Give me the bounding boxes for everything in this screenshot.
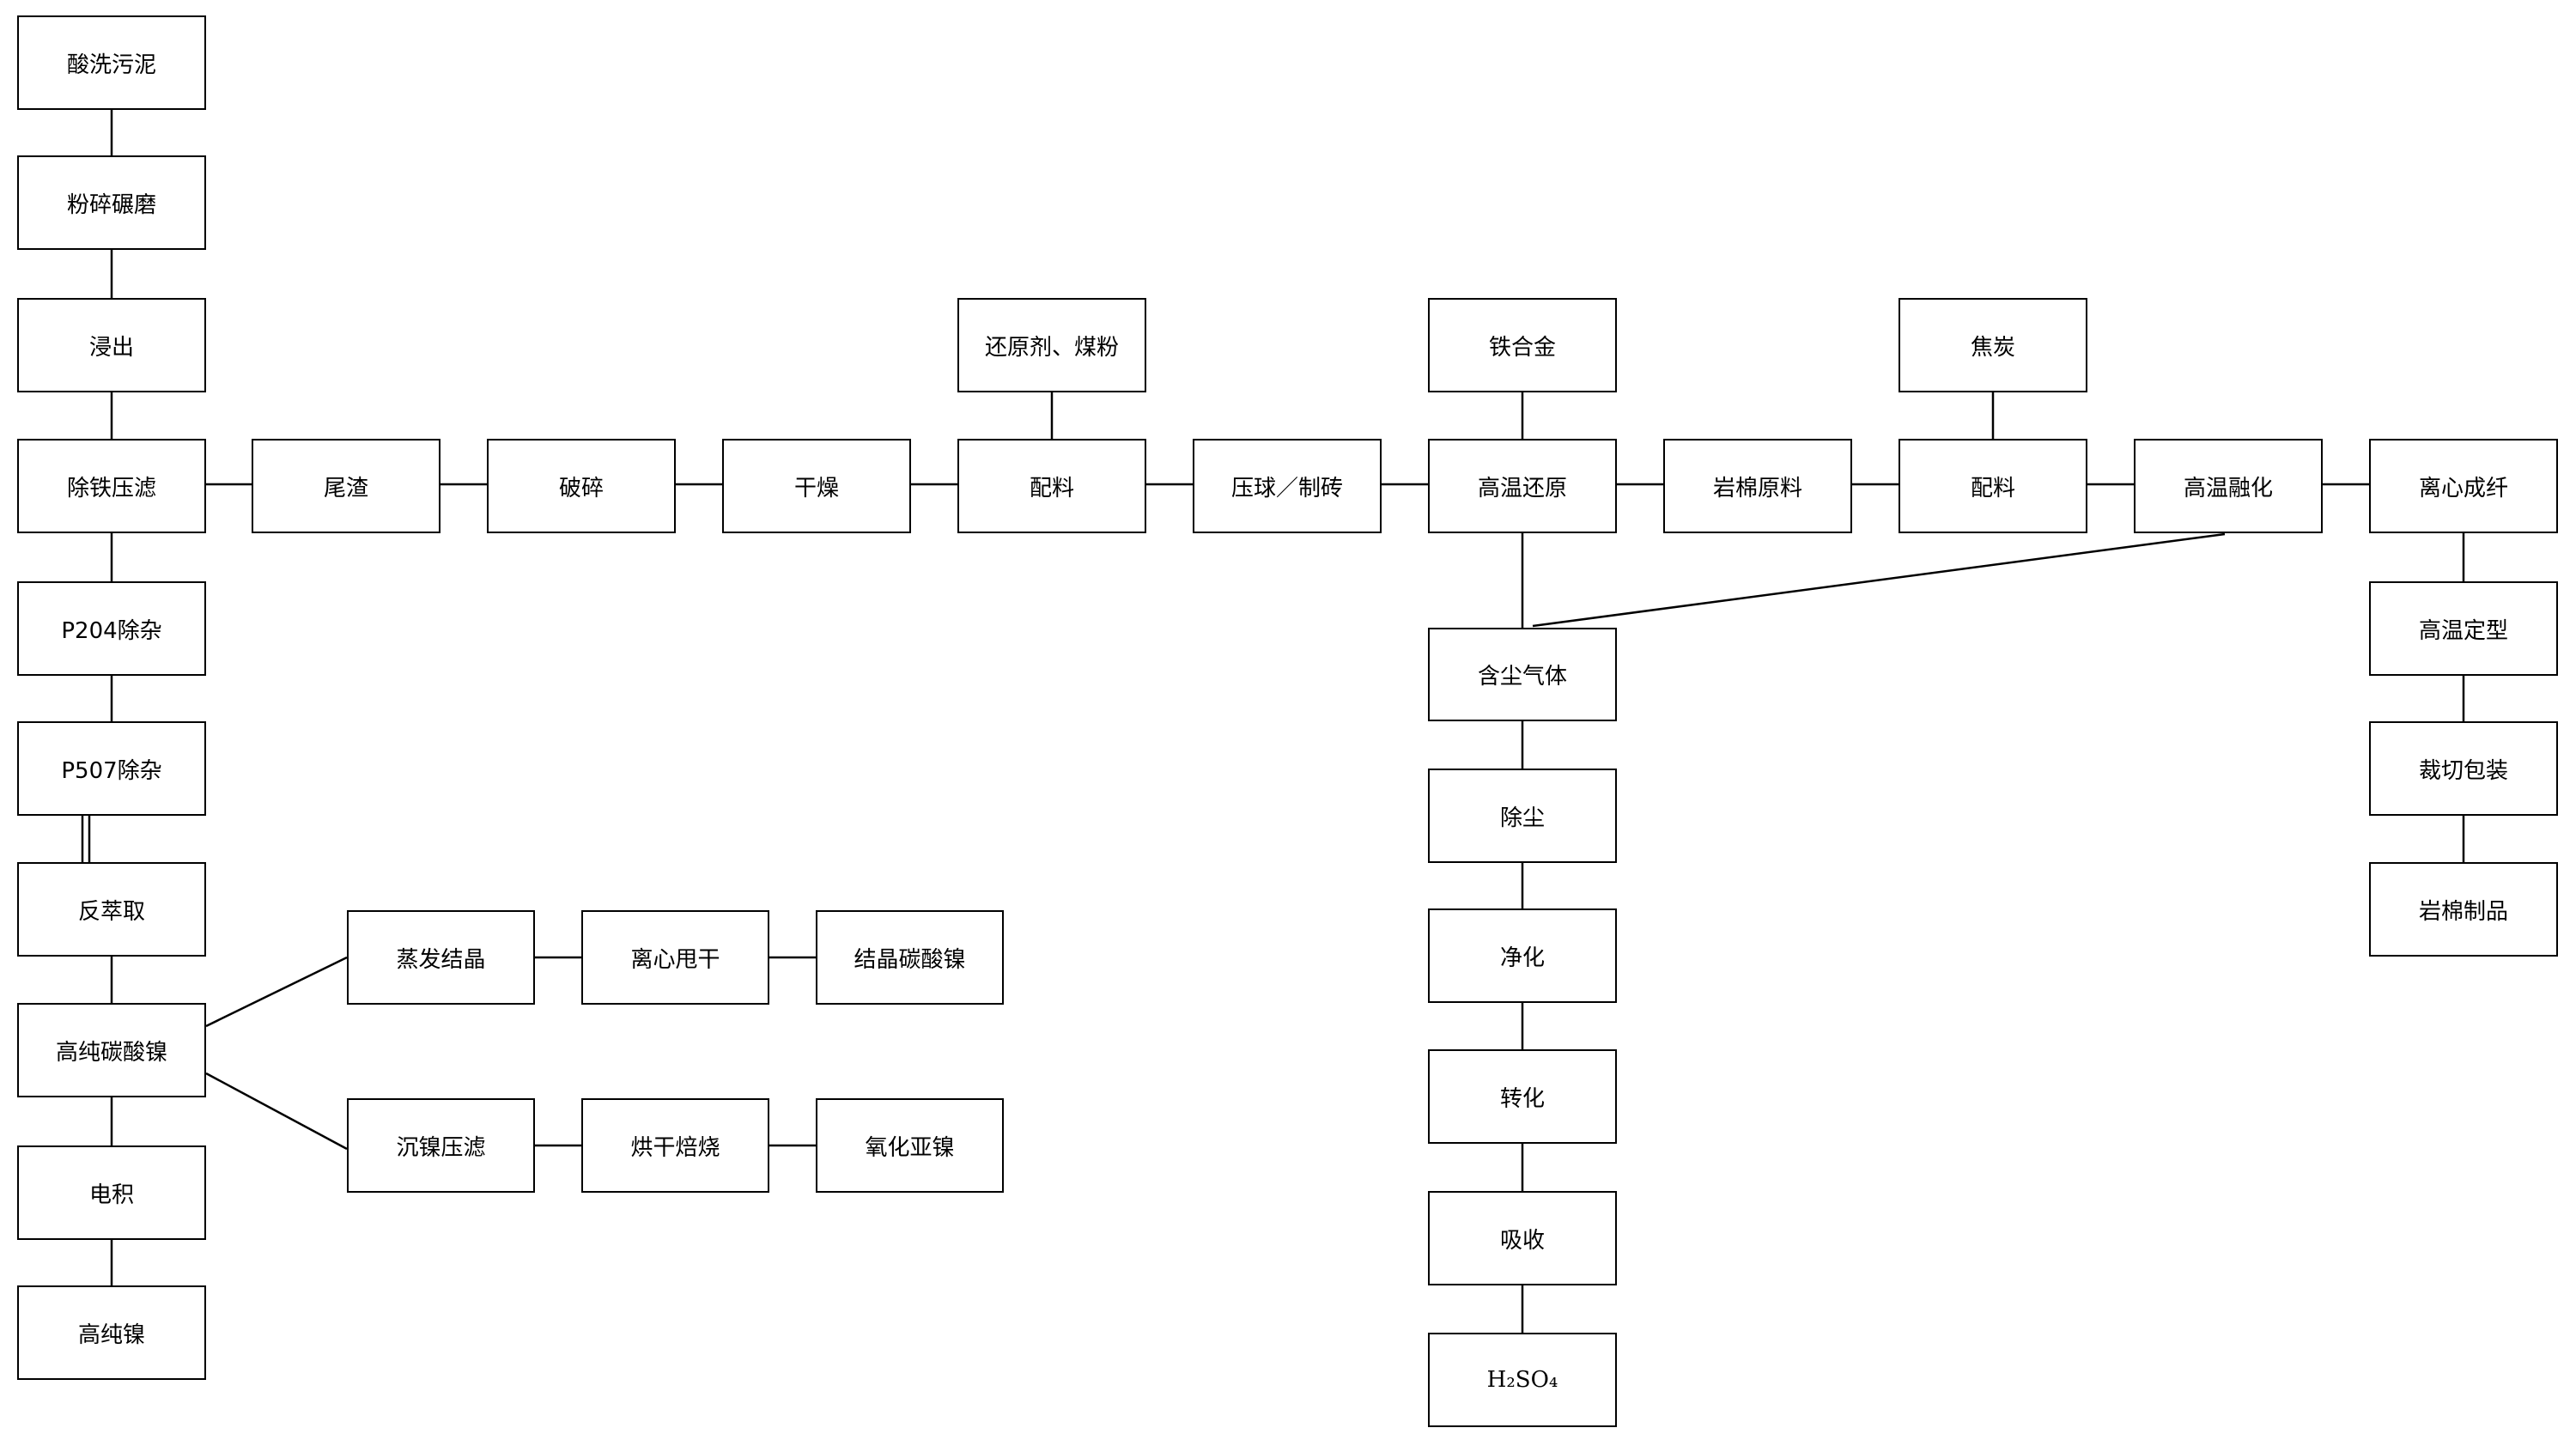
box-label: 氧化亚镍 bbox=[865, 1134, 955, 1161]
box-label: 沉镍压滤 bbox=[396, 1134, 486, 1161]
box-label: 破碎 bbox=[558, 475, 604, 501]
box-p204-impurity-removal: P204除杂 bbox=[17, 581, 206, 676]
box-rock-wool-products: 岩棉制品 bbox=[2369, 862, 2558, 957]
box-leaching: 浸出 bbox=[17, 298, 206, 392]
box-label: 还原剂、煤粉 bbox=[984, 334, 1119, 361]
box-dusty-gas: 含尘气体 bbox=[1428, 628, 1617, 721]
box-label: 高纯碳酸镍 bbox=[55, 1039, 167, 1066]
box-tailings: 尾渣 bbox=[252, 439, 440, 533]
box-high-temp-setting: 高温定型 bbox=[2369, 581, 2558, 676]
box-label: 高纯镍 bbox=[77, 1322, 145, 1348]
box-cutting-packaging: 裁切包装 bbox=[2369, 721, 2558, 816]
box-sulfuric-acid: H₂SO₄ bbox=[1428, 1333, 1617, 1427]
box-nickel-precipitation-filter: 沉镍压滤 bbox=[347, 1098, 535, 1193]
box-label: 吸收 bbox=[1499, 1227, 1545, 1254]
connectors bbox=[81, 110, 2465, 1333]
box-label: 尾渣 bbox=[323, 475, 368, 501]
box-crystalline-nickel-carbonate: 结晶碳酸镍 bbox=[816, 910, 1004, 1005]
box-pelletizing-brick-making: 压球／制砖 bbox=[1193, 439, 1382, 533]
box-reductant-coal-powder: 还原剂、煤粉 bbox=[957, 298, 1146, 392]
box-label: 岩棉制品 bbox=[2418, 898, 2508, 925]
box-nickel-oxide: 氧化亚镍 bbox=[816, 1098, 1004, 1193]
box-label: 干燥 bbox=[793, 475, 839, 501]
box-label: 铁合金 bbox=[1488, 334, 1556, 361]
box-label: P507除杂 bbox=[61, 757, 162, 784]
box-evaporation-crystallization: 蒸发结晶 bbox=[347, 910, 535, 1005]
box-high-temp-reduction: 高温还原 bbox=[1428, 439, 1617, 533]
box-label: 配料 bbox=[1029, 475, 1074, 501]
box-crushing: 破碎 bbox=[487, 439, 676, 533]
box-label: 酸洗污泥 bbox=[66, 52, 156, 78]
box-label: 浸出 bbox=[88, 334, 134, 361]
box-label: 焦炭 bbox=[1970, 334, 2015, 361]
box-label: 高温还原 bbox=[1477, 475, 1567, 501]
box-centrifugal-fiberizing: 离心成纤 bbox=[2369, 439, 2558, 533]
box-label: H₂SO₄ bbox=[1486, 1367, 1558, 1393]
box-batching-2: 配料 bbox=[1899, 439, 2087, 533]
connector bbox=[205, 1072, 348, 1151]
box-purification: 净化 bbox=[1428, 908, 1617, 1003]
box-electrowinning: 电积 bbox=[17, 1145, 206, 1240]
box-label: 蒸发结晶 bbox=[396, 946, 486, 973]
box-rock-wool-raw-material: 岩棉原料 bbox=[1663, 439, 1852, 533]
box-high-purity-nickel-carbonate: 高纯碳酸镍 bbox=[17, 1003, 206, 1097]
box-back-extraction: 反萃取 bbox=[17, 862, 206, 957]
box-label: 含尘气体 bbox=[1477, 664, 1567, 690]
box-acid-pickling-sludge: 酸洗污泥 bbox=[17, 15, 206, 110]
box-label: 压球／制砖 bbox=[1230, 475, 1343, 501]
box-iron-alloy: 铁合金 bbox=[1428, 298, 1617, 392]
box-batching-1: 配料 bbox=[957, 439, 1146, 533]
box-label: 粉碎碾磨 bbox=[66, 191, 156, 218]
connector bbox=[205, 956, 348, 1028]
box-label: 反萃取 bbox=[77, 898, 145, 925]
box-label: 转化 bbox=[1499, 1085, 1545, 1112]
box-high-purity-nickel: 高纯镍 bbox=[17, 1285, 206, 1380]
box-high-temp-melting: 高温融化 bbox=[2134, 439, 2323, 533]
box-p507-impurity-removal: P507除杂 bbox=[17, 721, 206, 816]
box-label: 净化 bbox=[1499, 945, 1545, 971]
box-label: 岩棉原料 bbox=[1712, 475, 1802, 501]
box-crushing-grinding: 粉碎碾磨 bbox=[17, 155, 206, 250]
box-label: 离心甩干 bbox=[630, 946, 720, 973]
box-drying: 干燥 bbox=[722, 439, 911, 533]
box-label: 配料 bbox=[1970, 475, 2015, 501]
box-coke: 焦炭 bbox=[1899, 298, 2087, 392]
box-iron-removal-filter: 除铁压滤 bbox=[17, 439, 206, 533]
box-dust-removal: 除尘 bbox=[1428, 769, 1617, 863]
connector bbox=[1532, 532, 2226, 628]
box-conversion: 转化 bbox=[1428, 1049, 1617, 1144]
box-label: 高温定型 bbox=[2418, 617, 2508, 644]
box-label: P204除杂 bbox=[61, 617, 162, 644]
box-centrifugal-drying: 离心甩干 bbox=[581, 910, 769, 1005]
box-label: 除铁压滤 bbox=[66, 475, 156, 501]
box-drying-roasting: 烘干焙烧 bbox=[581, 1098, 769, 1193]
box-label: 离心成纤 bbox=[2418, 475, 2508, 501]
box-absorption: 吸收 bbox=[1428, 1191, 1617, 1285]
box-label: 裁切包装 bbox=[2418, 757, 2508, 784]
box-label: 除尘 bbox=[1499, 805, 1545, 831]
box-label: 烘干焙烧 bbox=[630, 1134, 720, 1161]
box-label: 结晶碳酸镍 bbox=[854, 946, 966, 973]
box-label: 高温融化 bbox=[2183, 475, 2273, 501]
box-label: 电积 bbox=[88, 1182, 134, 1208]
